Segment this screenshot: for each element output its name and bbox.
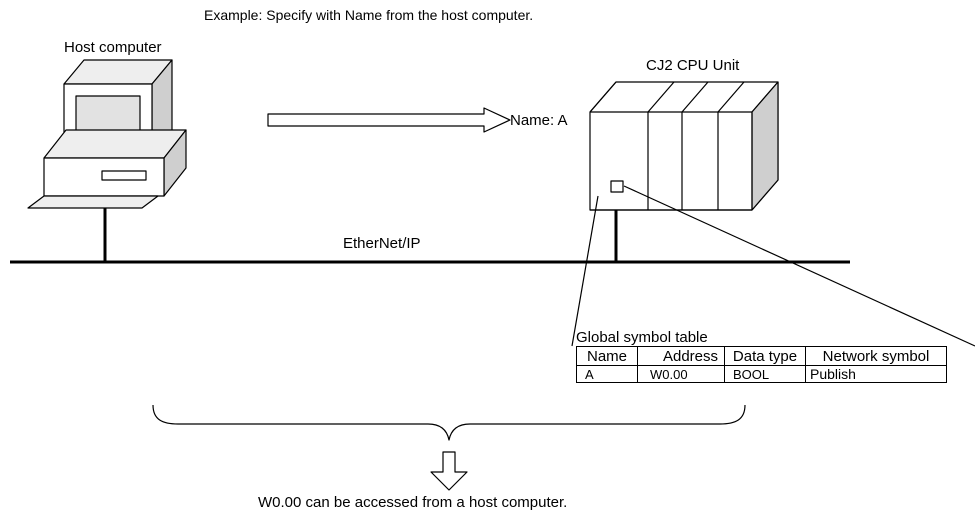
header-data-type: Data type bbox=[724, 346, 806, 366]
network-label: EtherNet/IP bbox=[343, 235, 421, 252]
name-request-arrow bbox=[267, 107, 511, 133]
cpu-unit-icon bbox=[589, 81, 779, 211]
cpu-unit-label: CJ2 CPU Unit bbox=[646, 57, 740, 74]
conclusion-text: W0.00 can be accessed from a host comput… bbox=[258, 494, 568, 511]
example-text: Example: Specify with Name from the host… bbox=[204, 7, 534, 23]
header-network-symbol: Network symbol bbox=[805, 346, 947, 366]
table-row: A W0.00 BOOL Publish bbox=[576, 365, 947, 383]
cpu-port-square bbox=[610, 180, 624, 193]
name-label: Name: A bbox=[510, 112, 568, 129]
cell-address: W0.00 bbox=[637, 365, 725, 383]
cell-name: A bbox=[576, 365, 638, 383]
header-address: Address bbox=[637, 346, 725, 366]
result-arrow bbox=[430, 451, 468, 491]
callout-line-right bbox=[623, 185, 975, 347]
cell-network-symbol: Publish bbox=[805, 365, 947, 383]
host-computer-icon bbox=[27, 59, 187, 209]
host-computer-label: Host computer bbox=[64, 39, 162, 56]
summary-brace bbox=[152, 404, 746, 441]
global-symbol-table: Name Address Data type Network symbol A … bbox=[576, 346, 947, 383]
symbol-table-title: Global symbol table bbox=[576, 329, 708, 346]
header-name: Name bbox=[576, 346, 638, 366]
callout-line-left bbox=[571, 195, 599, 347]
table-header-row: Name Address Data type Network symbol bbox=[576, 346, 947, 366]
cell-data-type: BOOL bbox=[724, 365, 806, 383]
